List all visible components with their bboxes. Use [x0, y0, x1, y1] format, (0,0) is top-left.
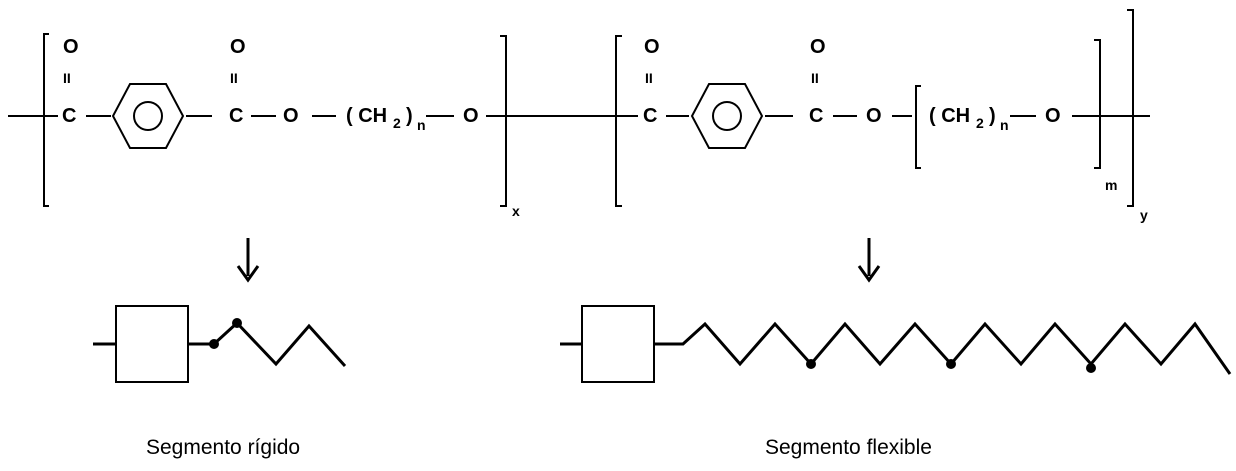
- bracket-left-x: [43, 33, 49, 207]
- oxygen-atom: O: [644, 36, 660, 58]
- repeat-unit-x: x O II C O II C O ( CH 2 ) n O: [8, 33, 520, 219]
- carbon-atom: C: [643, 105, 657, 127]
- caption-rigid-segment: Segmento rígido: [146, 436, 300, 459]
- subscript-n: n: [1000, 117, 1009, 133]
- ch2-group-open: ( CH: [346, 105, 387, 127]
- ch2-group-close: ): [989, 105, 996, 127]
- flexible-segment-schematic: [560, 305, 1232, 383]
- chain-node: [209, 339, 219, 349]
- bracket-left-m: [915, 85, 921, 169]
- carbon-atom: C: [809, 105, 823, 127]
- rigid-segment-schematic: [93, 305, 347, 383]
- bracket-right-y: [1127, 9, 1134, 207]
- aromatic-circle: [712, 101, 742, 131]
- ch2-subscript: 2: [393, 115, 401, 131]
- oxygen-atom: O: [810, 36, 826, 58]
- ch2-group-close: ): [406, 105, 413, 127]
- carbon-atom: C: [229, 105, 243, 127]
- bracket-right-x: [500, 35, 507, 207]
- oxygen-atom: O: [1045, 105, 1061, 127]
- repeat-unit-y: y O II C O II C O m ( CH 2 ) n O: [615, 9, 1150, 223]
- chain-node: [806, 359, 816, 369]
- arrow-down-rigid-icon: [236, 238, 260, 283]
- double-bond-mark: II: [230, 70, 238, 86]
- flexible-block: [581, 305, 655, 383]
- oxygen-atom: O: [283, 105, 299, 127]
- oxygen-atom: O: [866, 105, 882, 127]
- oxygen-atom: O: [63, 36, 79, 58]
- benzene-ring-icon: [111, 83, 185, 149]
- ch2-subscript: 2: [976, 115, 984, 131]
- arrow-down-flexible-icon: [857, 238, 881, 283]
- oxygen-atom: O: [463, 105, 479, 127]
- carbon-atom: C: [62, 105, 76, 127]
- chain-node: [946, 359, 956, 369]
- aromatic-circle: [133, 101, 163, 131]
- subscript-x: x: [512, 203, 520, 219]
- subscript-n: n: [417, 117, 426, 133]
- bracket-right-m: [1094, 39, 1101, 169]
- double-bond-mark: II: [645, 70, 653, 86]
- subscript-y: y: [1140, 207, 1148, 223]
- subscript-m: m: [1105, 177, 1117, 193]
- ch2-group-open: ( CH: [929, 105, 970, 127]
- oxygen-atom: O: [230, 36, 246, 58]
- chain-node: [1086, 363, 1096, 373]
- rigid-block: [115, 305, 189, 383]
- caption-flexible-segment: Segmento flexible: [765, 436, 932, 459]
- flexible-zigzag-chain: [654, 321, 1232, 375]
- benzene-ring-icon: [690, 83, 764, 149]
- double-bond-mark: II: [63, 70, 71, 86]
- chain-node: [232, 318, 242, 328]
- bracket-left-y: [615, 35, 622, 207]
- double-bond-mark: II: [811, 70, 819, 86]
